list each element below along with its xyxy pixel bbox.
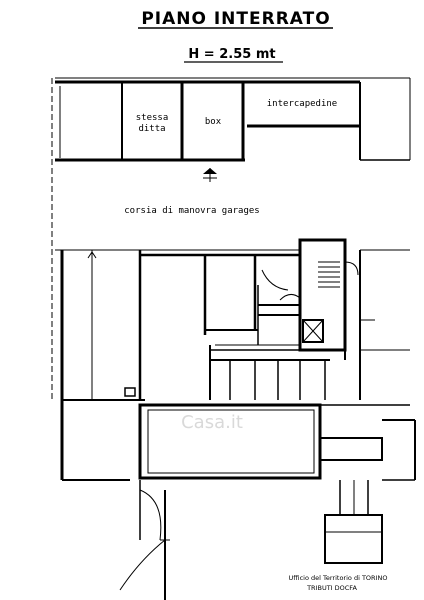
room-label-intercapedine: intercapedine <box>267 99 337 109</box>
room-label-ditta: ditta <box>138 124 165 134</box>
stamp-line-1: Ufficio del Territorio di TORINO <box>289 574 388 582</box>
height-note: H = 2.55 mt <box>188 47 275 62</box>
entrance-arrow <box>203 168 217 182</box>
garage-bays <box>62 250 330 401</box>
watermark: Casa.it <box>181 412 243 433</box>
plan-title: PIANO INTERRATO <box>141 9 330 29</box>
stamp-line-2: TRIBUTI DOCFA <box>306 584 357 592</box>
room-label-corsia: corsia di manovra garages <box>124 206 259 216</box>
outer-walls <box>51 78 410 481</box>
room-label-stessa: stessa <box>136 113 169 123</box>
lower-entrance <box>119 480 383 600</box>
top-rooms <box>55 77 411 162</box>
stair-core <box>298 238 410 400</box>
lower-block <box>124 387 416 481</box>
room-label-box: box <box>205 117 222 127</box>
